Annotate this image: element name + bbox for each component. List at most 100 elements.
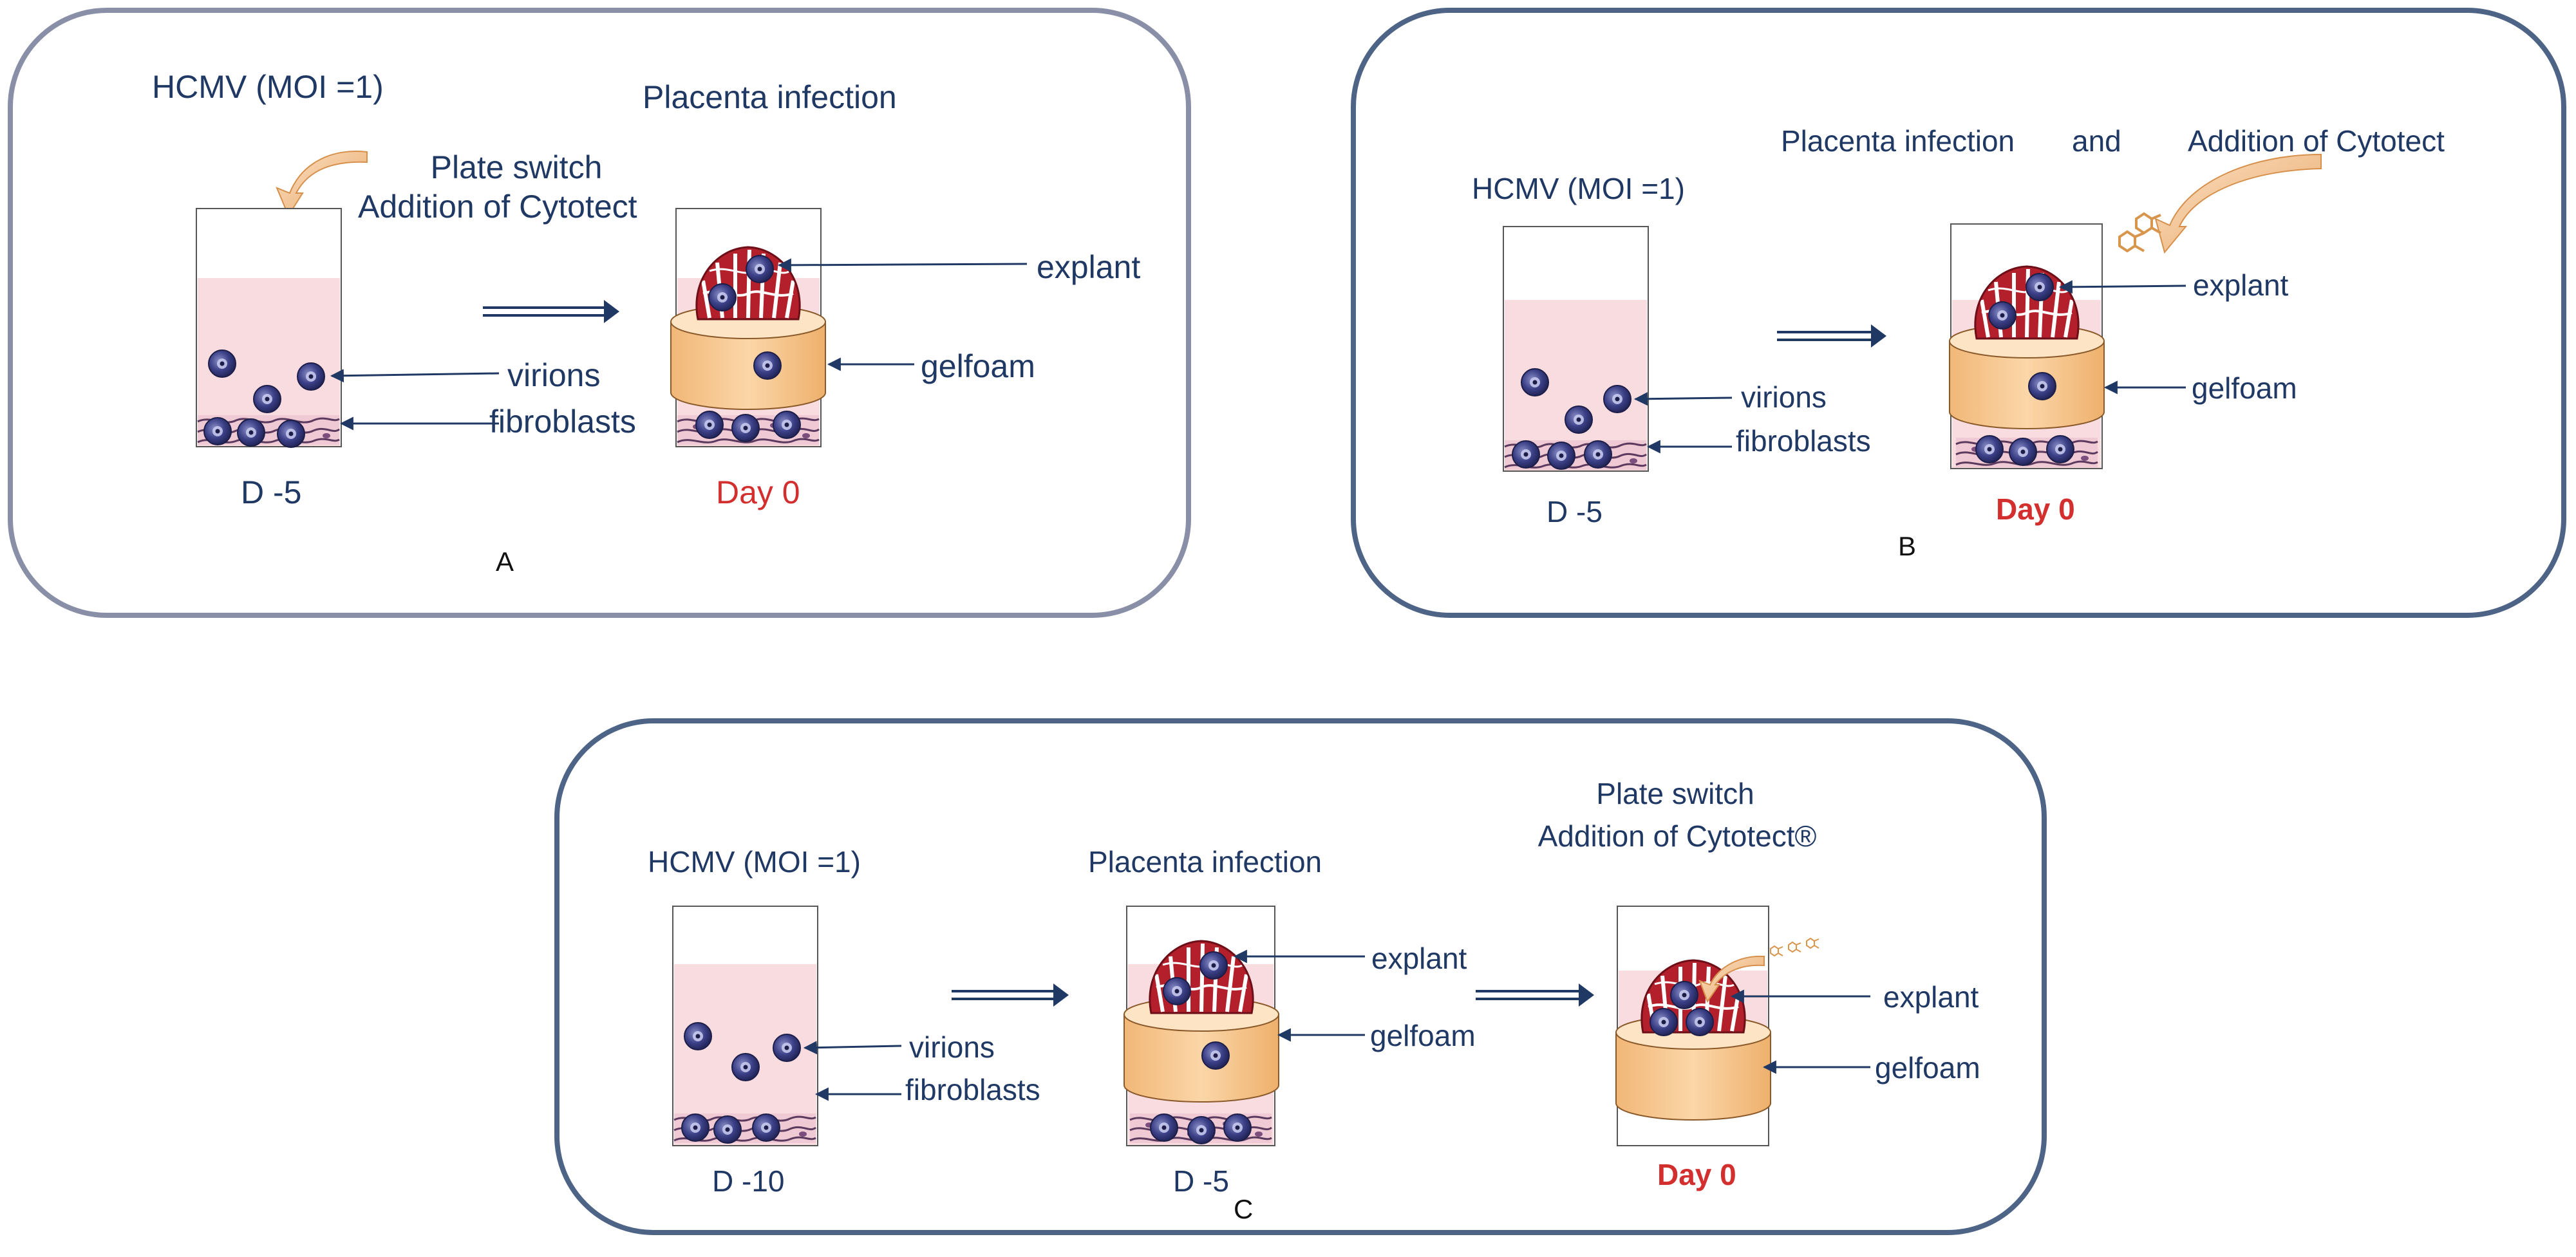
virion-icon [1988,301,2017,330]
virions-label: virions [909,1030,995,1064]
virion-icon [1565,405,1593,434]
double-arrow-icon [1777,324,1886,348]
panel-letter-b: B [1898,531,1917,561]
well-explant-cytotect [1615,906,1771,1146]
explant-pointer [777,258,1028,272]
virion-icon [731,414,760,442]
cytotect-molecule-icon [2118,230,2145,252]
day-minus-5-label: D -5 [1173,1164,1229,1198]
hcmv-label: HCMV (MOI =1) [648,845,861,879]
fibroblasts-label: fibroblasts [905,1073,1040,1106]
placenta-infection-label: Placenta infection [1088,845,1322,879]
curved-arrow-icon [1698,955,1765,1003]
fibroblasts-label: fibroblasts [1736,424,1871,458]
well-placenta-explant [1123,906,1279,1146]
explant-label: explant [1371,942,1467,975]
virion-icon [681,1113,710,1142]
panel-b-border [1351,8,2566,618]
virion-icon [1150,1113,1178,1142]
virion-icon [752,1113,780,1142]
cytotect-molecule-icon [1770,945,1783,956]
virion-icon [773,1034,801,1062]
virion-icon [253,385,281,413]
well-placenta-explant [670,208,826,447]
virion-icon [1187,1116,1216,1144]
double-arrow-icon [952,983,1069,1007]
virion-icon [297,362,325,391]
virion-icon [713,1115,742,1144]
double-arrow-icon [483,300,619,323]
virion-icon [1199,951,1228,980]
day-zero-label: Day 0 [1657,1158,1736,1191]
explant-label: explant [1037,249,1141,285]
virion-icon [695,411,724,439]
and-label: and [2072,124,2121,158]
gelfoam-label: gelfoam [1875,1051,1980,1085]
virion-icon [1650,1008,1678,1036]
gelfoam-label: gelfoam [921,348,1035,384]
day-zero-label: Day 0 [716,474,800,510]
panel-a-border [8,8,1191,618]
well-infected-fibroblasts [672,906,818,1146]
double-arrow-icon [1476,983,1594,1007]
explant-label: explant [1883,980,1979,1014]
panel-letter-a: A [496,546,514,577]
curved-arrow-icon [276,151,368,218]
virion-icon [1223,1113,1252,1142]
explant-label: explant [2193,268,2289,302]
virion-icon [2009,438,2037,466]
virion-icon [1521,368,1549,396]
panel-a [8,8,1191,618]
well-infected-fibroblasts [1503,226,1649,472]
day-minus-10-label: D -10 [712,1164,785,1198]
gelfoam-label: gelfoam [2192,371,2297,405]
addition-cytotect-label: Addition of Cytotect [2188,124,2445,158]
virion-icon [746,255,774,283]
virion-icon [277,420,305,448]
placenta-infection-label: Placenta infection [1781,124,2015,158]
virion-icon [1584,440,1612,469]
virion-icon [203,417,232,445]
day-minus-label: D -5 [1547,495,1603,528]
hcmv-label: HCMV (MOI =1) [152,69,384,105]
virion-icon [773,411,801,439]
gelfoam-label: gelfoam [1370,1019,1476,1052]
virion-icon [1670,981,1698,1009]
virions-pointer [1633,392,1733,406]
panel-c [554,718,2047,1235]
addition-cytotect-label: Addition of Cytotect [358,189,637,225]
virion-icon [684,1022,712,1050]
day-zero-label: Day 0 [1996,492,2075,526]
virion-icon [731,1053,760,1081]
well-infected-fibroblasts [196,208,342,448]
virions-label: virions [1741,380,1827,414]
virions-pointer [803,1041,902,1055]
virion-icon [1686,1008,1714,1036]
curved-arrow-icon [2154,153,2322,254]
panel-c-border [554,718,2047,1235]
virion-icon [1975,435,2004,463]
cytotect-molecule-icon [1806,938,1819,949]
well-placenta-explant [1949,223,2105,469]
day-minus-label: D -5 [241,474,302,510]
addition-cytotect-label: Addition of Cytotect® [1537,819,1817,853]
virion-icon [2028,372,2056,400]
virion-icon [2046,435,2074,463]
virion-icon [1512,440,1540,469]
hcmv-label: HCMV (MOI =1) [1472,172,1685,205]
gelfoam-icon [1949,324,2105,429]
explant-pointer [2058,280,2186,294]
panel-letter-c: C [1234,1194,1254,1224]
cytotect-molecule-icon [1788,942,1801,953]
virion-icon [208,349,236,378]
gelfoam-icon [670,304,826,410]
virion-icon [708,283,737,312]
virions-label: virions [507,357,601,393]
placenta-infection-label: Placenta infection [643,79,897,115]
fibroblasts-label: fibroblasts [489,404,636,440]
virions-pointer [330,369,500,383]
virion-icon [1201,1041,1230,1070]
virion-icon [753,351,782,380]
virion-icon [1603,385,1631,413]
